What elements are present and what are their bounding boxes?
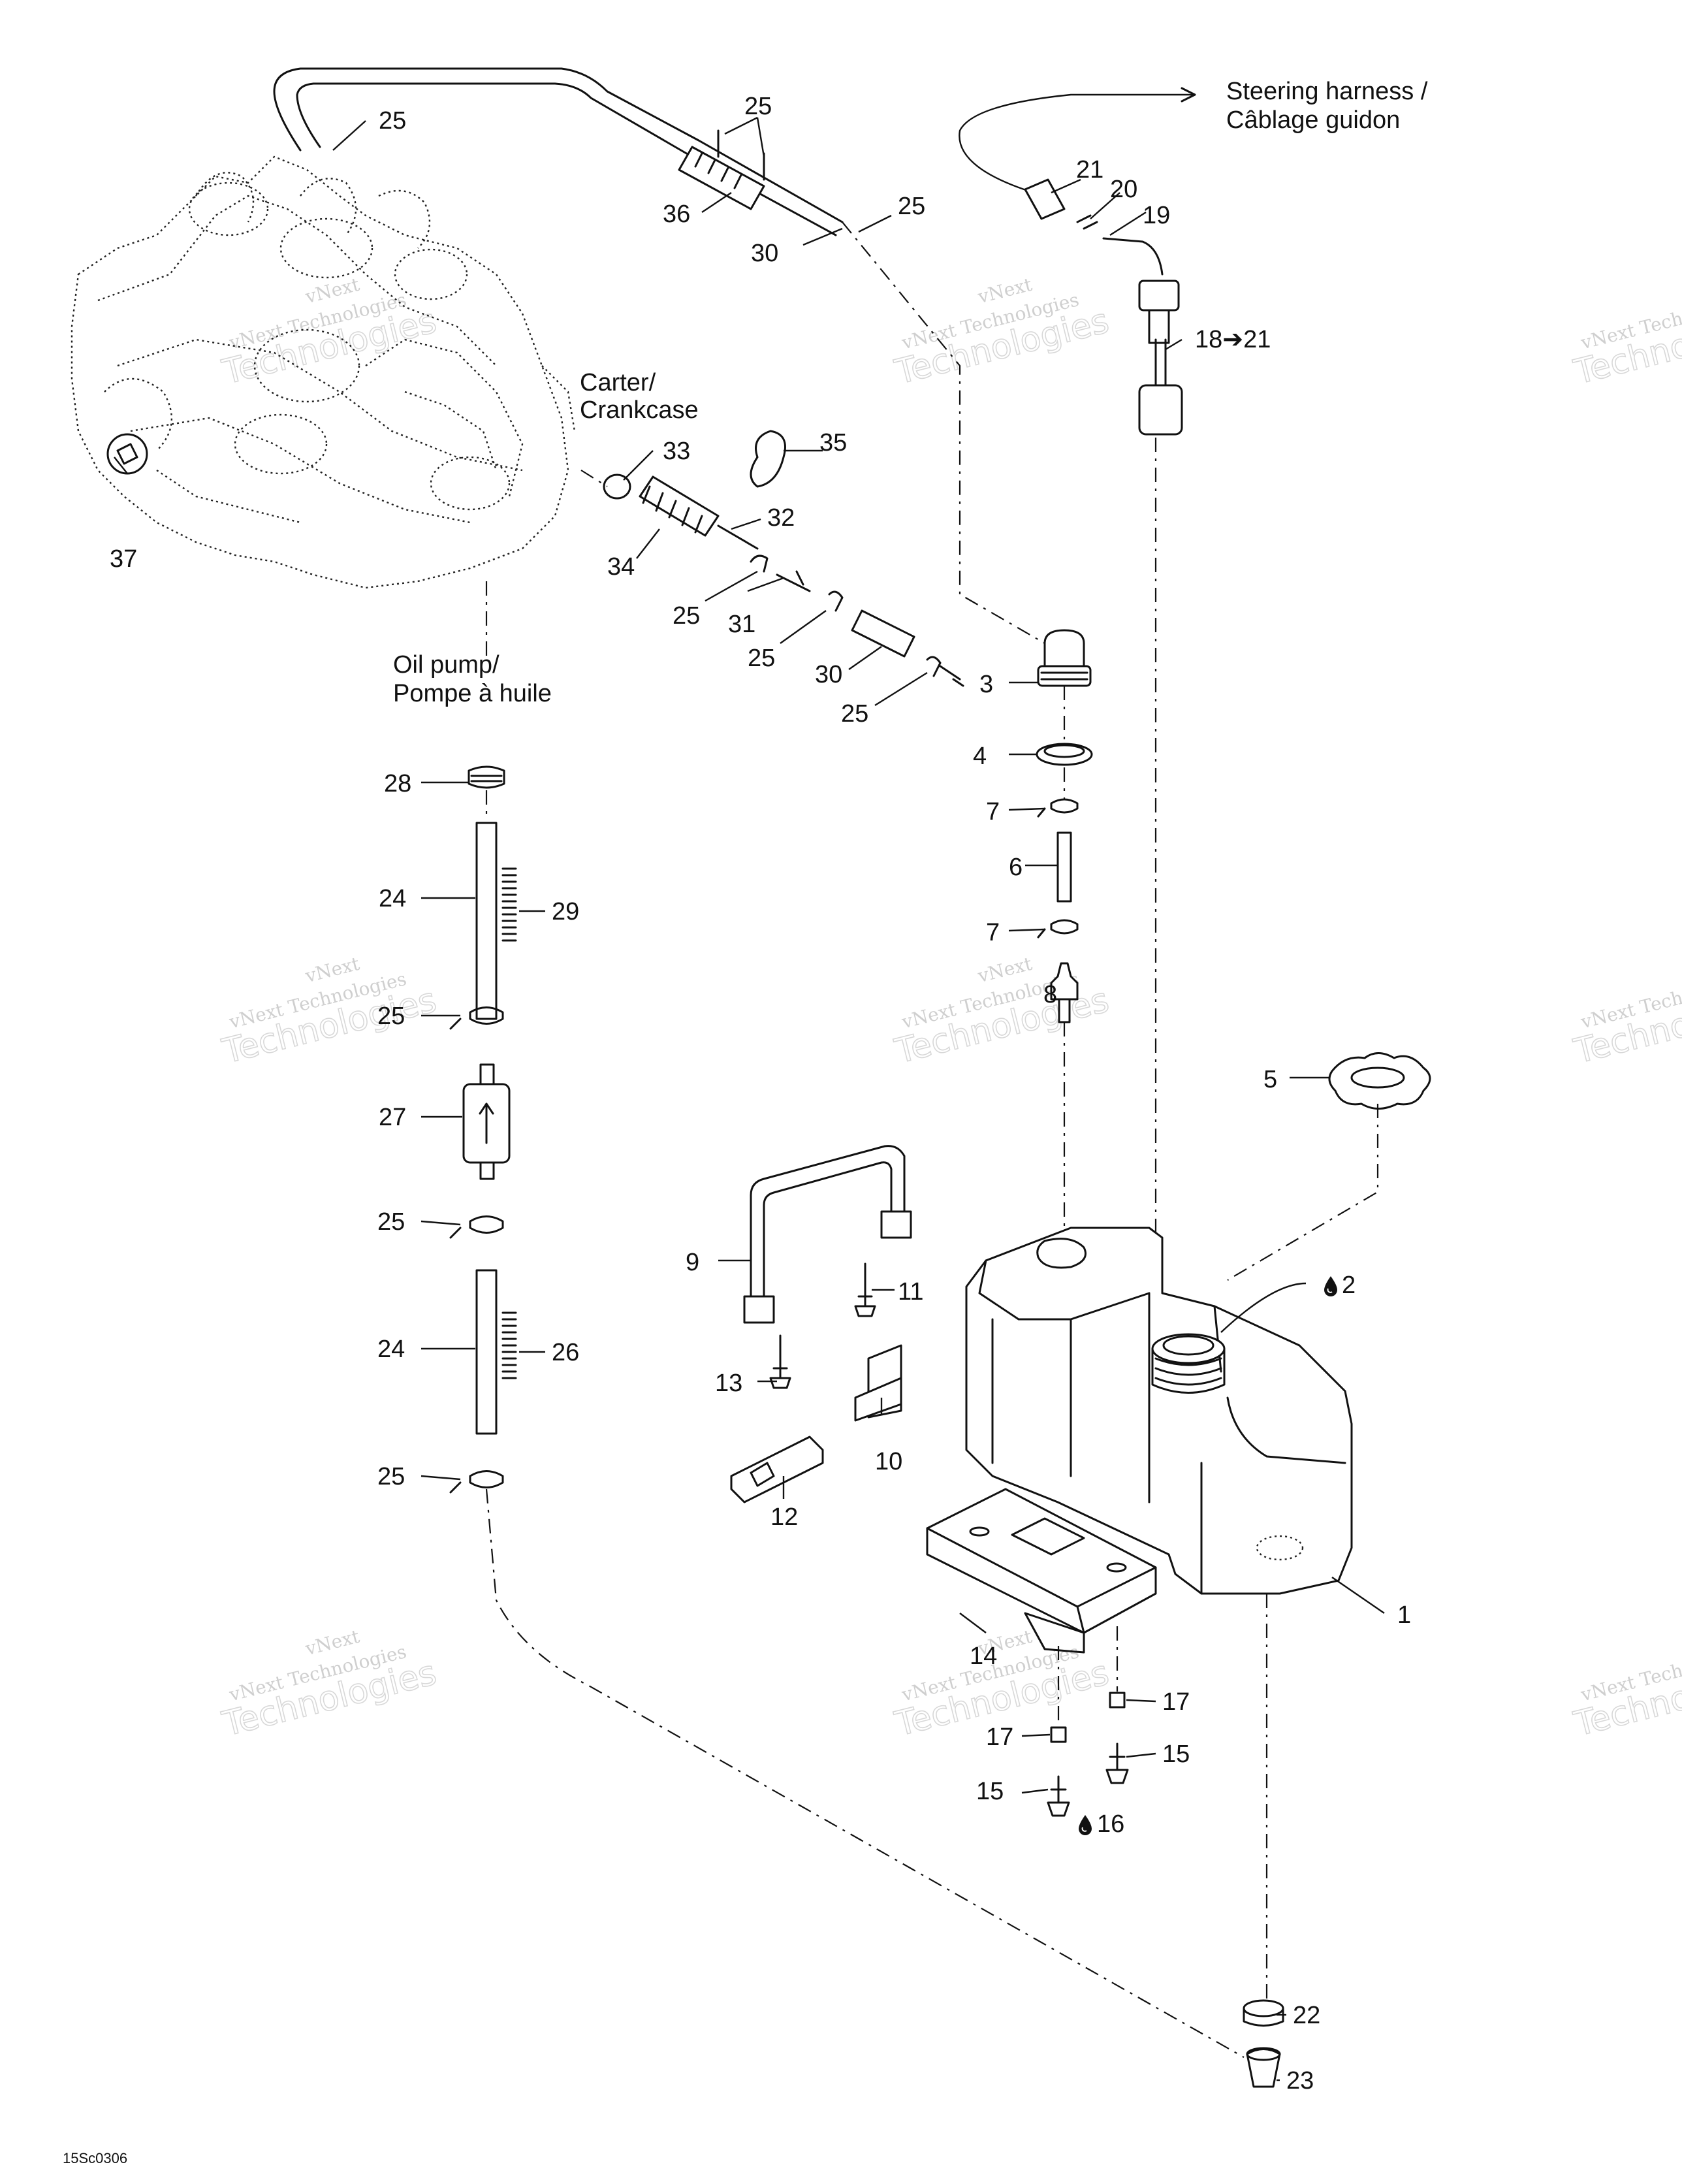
watermark: vNext Technologies Technologies — [1570, 1641, 1682, 1745]
watermark: vNext Technologies Technologies — [1570, 968, 1682, 1072]
callout-1: 1 — [1397, 1601, 1411, 1629]
svg-text:Pompe à huile: Pompe à huile — [393, 680, 552, 707]
oil-feed-line-assembly — [449, 765, 517, 1494]
callout-33: 33 — [663, 438, 690, 465]
tank-outlet-fittings — [1036, 629, 1093, 1023]
watermark: vNext vNext Technologies Technologies — [218, 274, 441, 393]
callout-27: 27 — [379, 1104, 406, 1131]
callout-18-to-21: 18➔21 — [1195, 326, 1271, 353]
tank-strap — [743, 1145, 912, 1324]
callout-11: 11 — [898, 1278, 923, 1306]
callout-9: 9 — [686, 1249, 699, 1276]
callout-7: 7 — [986, 919, 1000, 946]
callout-24: 24 — [379, 885, 406, 912]
callout-35: 35 — [819, 429, 847, 457]
callout-25: 25 — [377, 1003, 405, 1030]
watermark: vNext vNext Technologies Technologies — [218, 1626, 441, 1745]
engine-outline — [71, 155, 576, 589]
callout-36: 36 — [663, 201, 690, 228]
oil-tank — [965, 1227, 1353, 1595]
vent-hose-fitting-36 — [678, 146, 765, 210]
callout-29: 29 — [552, 898, 579, 925]
callout-32: 32 — [767, 504, 795, 532]
breather-assembly — [603, 430, 964, 687]
tank-brackets — [730, 1262, 902, 1503]
leader-lines — [114, 116, 1385, 2081]
svg-text:Carter/: Carter/ — [580, 369, 656, 396]
callout-3: 3 — [979, 671, 993, 698]
callout-30: 30 — [815, 661, 842, 688]
svg-text:Crankcase: Crankcase — [580, 396, 699, 424]
callout-25: 25 — [379, 107, 406, 135]
oil-level-sensor-assembly — [959, 87, 1196, 436]
callout-8: 8 — [1043, 981, 1057, 1008]
callout-14: 14 — [970, 1643, 997, 1670]
callout-25: 25 — [377, 1208, 405, 1236]
callout-17: 17 — [1162, 1688, 1190, 1716]
figure-code: 15Sc0306 — [63, 2150, 127, 2166]
callout-5: 5 — [1263, 1066, 1277, 1093]
callout-25: 25 — [748, 645, 775, 672]
callout-25: 25 — [744, 93, 772, 120]
filler-cap — [1328, 1052, 1431, 1110]
callout-7: 7 — [986, 798, 1000, 826]
callout-10: 10 — [875, 1448, 902, 1475]
callout-12: 12 — [770, 1503, 798, 1531]
caption-steering-harness: Steering harness / Câblage guidon — [1226, 78, 1428, 134]
oil-drop-icon — [1079, 1815, 1092, 1835]
callout-13: 13 — [715, 1370, 742, 1397]
callout-34: 34 — [607, 553, 635, 581]
callout-37: 37 — [110, 545, 137, 573]
callout-15: 15 — [1162, 1741, 1190, 1768]
callouts: 25 25 25 36 30 21 20 19 18➔21 35 33 32 3… — [110, 93, 1411, 2095]
callout-24: 24 — [377, 1336, 405, 1363]
callout-25: 25 — [898, 193, 925, 220]
callout-22: 22 — [1293, 2002, 1320, 2029]
centerlines — [485, 221, 1379, 2058]
tank-support — [926, 1488, 1157, 1817]
vent-hose-assembly — [273, 67, 844, 236]
callout-25: 25 — [673, 602, 700, 630]
svg-text:Steering harness /: Steering harness / — [1226, 78, 1428, 105]
callout-17: 17 — [986, 1724, 1013, 1751]
callout-31: 31 — [728, 611, 755, 638]
callout-30: 30 — [751, 240, 778, 267]
callout-20: 20 — [1110, 176, 1137, 203]
oil-drop-icon — [1324, 1276, 1337, 1296]
caption-oil-pump: Oil pump/ Pompe à huile — [393, 651, 552, 707]
watermark: vNext vNext Technologies Technologies — [218, 953, 441, 1072]
callout-16: 16 — [1097, 1810, 1124, 1838]
callout-2: 2 — [1342, 1272, 1356, 1299]
callout-28: 28 — [384, 770, 411, 797]
callout-6: 6 — [1009, 854, 1023, 881]
caption-crankcase: Carter/ Crankcase — [580, 369, 699, 424]
callout-15: 15 — [976, 1778, 1004, 1805]
svg-text:Câblage guidon: Câblage guidon — [1226, 106, 1400, 134]
watermark: vNext vNext Technologies Technologies — [891, 953, 1113, 1072]
watermark: vNext Technologies Technologies — [1570, 289, 1682, 393]
callout-19: 19 — [1143, 202, 1170, 229]
callout-26: 26 — [552, 1339, 579, 1366]
callout-21: 21 — [1076, 156, 1103, 184]
item-37-marker — [106, 433, 148, 475]
callout-23: 23 — [1286, 2067, 1314, 2095]
svg-text:Oil pump/: Oil pump/ — [393, 651, 500, 679]
drain-fittings — [1243, 1999, 1284, 2088]
callout-4: 4 — [973, 743, 987, 770]
callout-25: 25 — [841, 700, 868, 728]
watermark: vNext vNext Technologies Technologies — [891, 274, 1113, 393]
callout-25: 25 — [377, 1463, 405, 1490]
